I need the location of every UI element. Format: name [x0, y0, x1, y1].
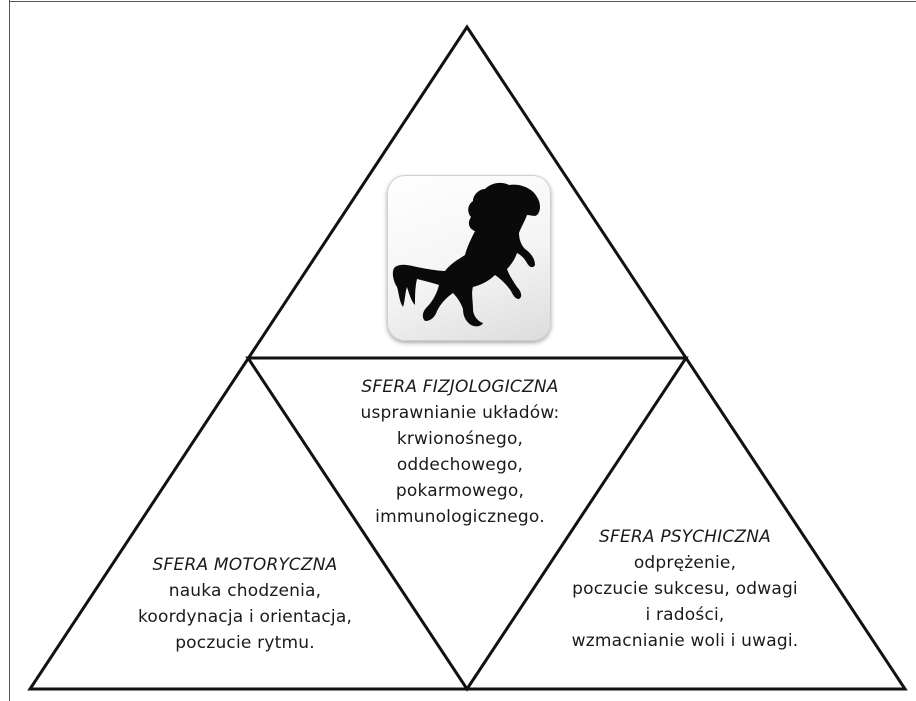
sector-physiological-heading: SFERA FIZJOLOGICZNA [361, 377, 559, 397]
sector-motor-line: poczucie rytmu. [175, 633, 315, 653]
sector-physiological-line: krwionośnego, [396, 429, 524, 449]
sector-physiological-line: usprawnianie układów: [360, 403, 560, 423]
frame-top-border [9, 1, 916, 2]
sector-psychic-line: wzmacnianie woli i uwagi. [571, 631, 799, 651]
rearing-horse-icon [392, 182, 540, 327]
sector-psychic-line: poczucie sukcesu, odwagi [572, 579, 798, 599]
inner-triangle [245, 356, 689, 692]
sector-motor-heading: SFERA MOTORYCZNA [152, 555, 338, 575]
sector-physiological: SFERA FIZJOLOGICZNA usprawnianie układów… [330, 374, 590, 530]
horse-icon-card [387, 175, 551, 341]
sector-physiological-line: oddechowego, [396, 455, 524, 475]
sector-motor-line: koordynacja i orientacja, [137, 607, 353, 627]
sector-motor-line: nauka chodzenia, [168, 581, 322, 601]
sector-psychic: SFERA PSYCHICZNA odprężenie, poczucie su… [530, 524, 840, 654]
sector-physiological-line: immunologicznego. [375, 507, 545, 527]
sector-psychic-heading: SFERA PSYCHICZNA [598, 527, 771, 547]
sector-motor: SFERA MOTORYCZNA nauka chodzenia, koordy… [100, 552, 390, 656]
frame-left-border [9, 0, 10, 701]
sector-psychic-line: odprężenie, [633, 553, 737, 573]
sector-psychic-line: i radości, [645, 605, 725, 625]
sector-physiological-line: pokarmowego, [395, 481, 525, 501]
